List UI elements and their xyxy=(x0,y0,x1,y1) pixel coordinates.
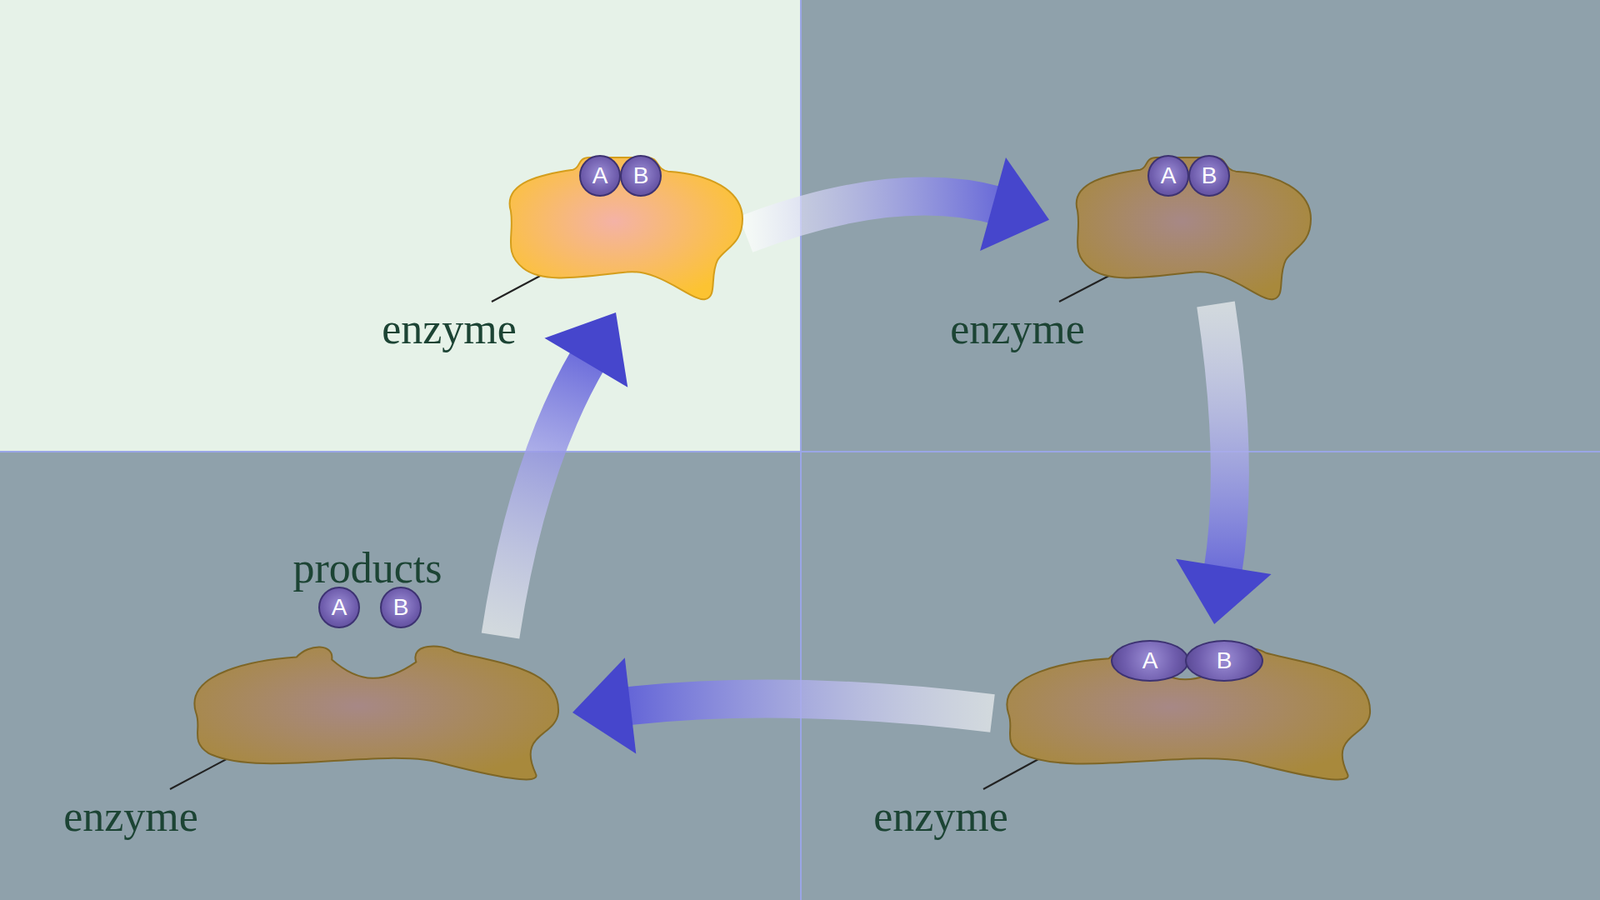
substrate-molecule: B xyxy=(380,586,422,629)
cycle-arrow xyxy=(572,657,993,754)
substrate-molecule: A xyxy=(318,586,360,629)
substrate-molecule: A xyxy=(1147,155,1190,197)
arrow-head xyxy=(544,312,628,388)
substrate-molecule: A xyxy=(579,155,621,197)
substrate-molecule: B xyxy=(1188,155,1230,197)
enzyme-label: enzyme xyxy=(873,791,1009,842)
arrow-head xyxy=(1175,559,1272,625)
molecule-letter: A xyxy=(1142,649,1159,673)
molecule-letter: B xyxy=(1201,164,1218,188)
arrow-shaft xyxy=(745,196,1000,235)
molecule-letter: A xyxy=(1160,164,1177,188)
arrow-head xyxy=(980,157,1050,251)
molecule-letter: B xyxy=(1216,649,1233,673)
divider xyxy=(800,0,802,900)
enzyme: enzyme xyxy=(183,639,561,786)
active-quadrant xyxy=(0,0,801,452)
arrow-shaft xyxy=(1215,304,1230,574)
enzyme-label: enzyme xyxy=(950,304,1085,355)
leader-lines xyxy=(170,267,1124,790)
substrate-molecule: A xyxy=(1110,640,1190,682)
cycle-arrow xyxy=(745,157,1050,251)
cycle-arrow xyxy=(1175,304,1272,625)
cycle-arrow xyxy=(500,312,629,636)
enzyme-shape xyxy=(183,639,561,786)
enzyme: enzymeAB xyxy=(494,153,743,301)
arrow-head xyxy=(572,657,636,754)
enzyme-label: enzyme xyxy=(63,791,199,842)
divider xyxy=(0,450,1600,453)
enzyme: enzymeAB xyxy=(995,640,1373,786)
arrow-shaft xyxy=(500,356,590,636)
molecule-letter: A xyxy=(331,595,348,620)
enzyme-outline xyxy=(194,645,559,780)
products-label: products xyxy=(292,543,442,594)
arrow-shaft xyxy=(624,698,993,714)
enzyme-label: enzyme xyxy=(381,304,517,355)
substrate-molecule: B xyxy=(1185,640,1264,682)
molecule-letter: B xyxy=(633,164,650,188)
molecule-letter: B xyxy=(393,595,410,620)
enzyme: enzymeAB xyxy=(1060,153,1311,301)
molecule-letter: A xyxy=(592,164,609,188)
substrate-molecule: B xyxy=(620,155,662,197)
